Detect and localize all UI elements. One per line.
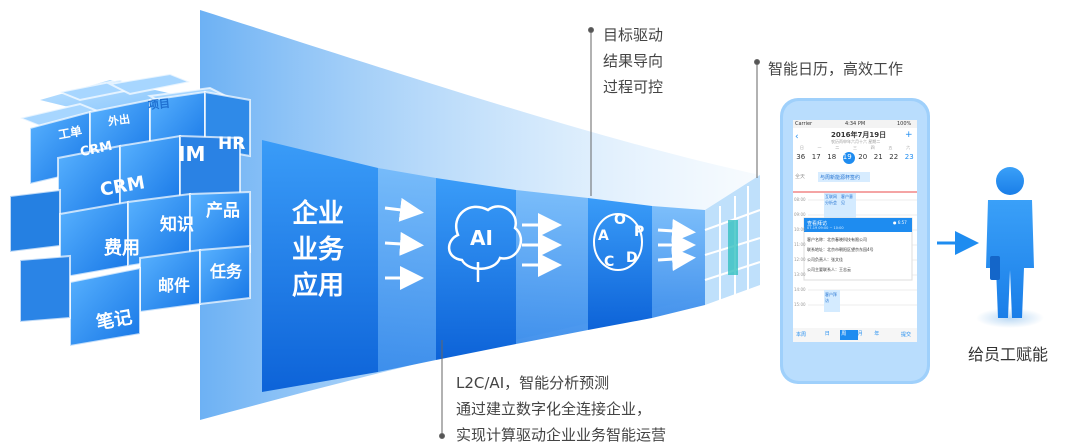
popup-line: 联系地址：北京市朝阳区望京东园4号 bbox=[807, 247, 874, 252]
calendar-subtitle: 农历丙申年六月十六 星期二 bbox=[831, 139, 881, 144]
business-label-line-3: 应用 bbox=[292, 271, 345, 301]
popup-title: 查看拜访 bbox=[807, 221, 828, 227]
today-button[interactable]: 本周 bbox=[796, 332, 807, 338]
panel-cycle bbox=[588, 198, 652, 330]
event-block[interactable]: 客户拜访 bbox=[825, 292, 837, 303]
calendar-title: 2016年7月19日 bbox=[831, 131, 887, 139]
cube-tag-knowledge: 知识 bbox=[160, 215, 194, 235]
weekday: 六 bbox=[906, 145, 911, 150]
date-strip: 36 17 18 19 20 21 22 23 bbox=[793, 153, 917, 161]
date-cell[interactable]: 36 bbox=[796, 153, 806, 161]
add-icon[interactable]: + bbox=[905, 130, 913, 140]
date-cell[interactable]: 22 bbox=[889, 153, 899, 161]
weekday: 四 bbox=[870, 145, 875, 150]
brain-icon bbox=[447, 205, 522, 282]
cycle-letter-c: C bbox=[604, 254, 615, 270]
caption-leaders bbox=[439, 27, 760, 439]
submit-button[interactable]: 提交 bbox=[901, 332, 912, 338]
cube-tag-hr: HR bbox=[218, 134, 246, 154]
business-label-line-2: 业务 bbox=[292, 235, 345, 265]
caption-ai: L2C/AI，智能分析预测 通过建立数字化全连接企业， 实现计算驱动企业业务智能… bbox=[456, 370, 666, 448]
caption-goal-line-3: 过程可控 bbox=[603, 78, 664, 96]
tab-week[interactable]: 周 bbox=[841, 331, 847, 337]
cycle-letter-a: A bbox=[598, 228, 609, 244]
phone-screen: Carrier 4:34 PM 100% ‹ 2016年7月19日 + 农历丙申… bbox=[793, 120, 917, 342]
date-cell[interactable]: 20 bbox=[858, 153, 868, 161]
caption-goal: 目标驱动 结果导向 过程可控 bbox=[603, 22, 663, 100]
hour-label: 10:00 bbox=[794, 227, 806, 232]
hour-label: 13:00 bbox=[794, 272, 806, 277]
cycle-letter-d: D bbox=[626, 250, 638, 266]
popup-time: 07-19 09:00 ~ 10:00 bbox=[807, 226, 844, 230]
caption-goal-line-1: 目标驱动 bbox=[603, 26, 664, 44]
cube-tag-notes: 笔记 bbox=[94, 307, 134, 334]
back-icon[interactable]: ‹ bbox=[795, 132, 799, 142]
weekday: 三 bbox=[852, 145, 857, 150]
caption-ai-line-2: 通过建立数字化全连接企业， bbox=[456, 400, 652, 418]
phone bbox=[780, 98, 930, 384]
hour-label: 09:00 bbox=[794, 212, 806, 217]
event-block[interactable]: 客户意见 bbox=[841, 194, 853, 205]
hour-label: 08:00 bbox=[794, 197, 806, 202]
status-carrier: Carrier bbox=[795, 121, 813, 127]
hour-label: 12:00 bbox=[794, 257, 806, 262]
cycle-letter-o: O bbox=[614, 212, 626, 228]
caption-goal-line-2: 结果导向 bbox=[603, 52, 664, 70]
popup-badge: ● 6:57 bbox=[893, 220, 907, 225]
tab-day[interactable]: 日 bbox=[824, 331, 830, 337]
popup-line: 公司主要联系人：王志云 bbox=[807, 267, 851, 272]
weekday: 一 bbox=[817, 145, 822, 150]
popup-line: 公司负责人：张文佳 bbox=[807, 257, 843, 262]
tab-month[interactable]: 月 bbox=[857, 331, 863, 337]
cube-tag-crm-small: CRM bbox=[78, 138, 114, 161]
date-cell[interactable]: 18 bbox=[827, 153, 837, 161]
view-tabs: 日 周 月 年 bbox=[819, 330, 885, 337]
status-time: 4:34 PM bbox=[845, 121, 866, 127]
caption-calendar: 智能日历，高效工作 bbox=[768, 60, 904, 78]
date-cell[interactable]: 17 bbox=[811, 153, 821, 161]
flow-arrows bbox=[384, 197, 696, 290]
ai-label: AI bbox=[470, 226, 493, 250]
cube-tag-project: 项目 bbox=[147, 96, 171, 113]
all-day-event[interactable]: 与周新能源杯签约 bbox=[820, 175, 861, 181]
function-cube bbox=[9, 72, 251, 348]
hour-label: 14:00 bbox=[794, 287, 806, 292]
date-cell[interactable]: 21 bbox=[873, 153, 883, 161]
popup-line: 客户名称：北京春晓科技有限公司 bbox=[807, 237, 867, 242]
caption-ai-line-3: 实现计算驱动企业业务智能运营 bbox=[456, 426, 667, 444]
cube-labels: 工单 外出 项目 CRM IM HR CRM 知识 产品 费用 邮件 任务 笔记 bbox=[0, 0, 260, 360]
cube-tag-workorder: 工单 bbox=[57, 124, 84, 142]
employee-figure bbox=[976, 167, 1044, 328]
cube-tag-task: 任务 bbox=[210, 262, 243, 281]
status-battery: 100% bbox=[897, 121, 912, 127]
business-label: 企业 业务 应用 bbox=[292, 196, 362, 304]
cube-tag-expense: 费用 bbox=[104, 238, 140, 259]
all-day-label: 全天 bbox=[795, 174, 806, 180]
cube-tag-outing: 外出 bbox=[107, 112, 131, 129]
panel-business bbox=[262, 140, 378, 392]
event-block[interactable]: 互联网分析会 bbox=[825, 194, 837, 205]
cube-tag-product: 产品 bbox=[206, 201, 240, 221]
hour-label: 15:00 bbox=[794, 302, 806, 307]
cube-tag-im: IM bbox=[178, 142, 206, 166]
hour-label: 11:00 bbox=[794, 242, 806, 247]
cycle-icon bbox=[593, 213, 643, 271]
weekday: 二 bbox=[835, 145, 840, 150]
date-cell[interactable]: 23 bbox=[904, 153, 914, 161]
tab-year[interactable]: 年 bbox=[874, 331, 880, 337]
cycle-letter-p: P bbox=[634, 224, 645, 240]
caption-ai-line-1: L2C/AI，智能分析预测 bbox=[456, 374, 610, 392]
cube-tag-crm: CRM bbox=[98, 172, 147, 201]
business-label-line-1: 企业 bbox=[292, 199, 345, 229]
week-header: 日 一 二 三 四 五 六 bbox=[793, 145, 917, 151]
date-cell-selected[interactable]: 19 bbox=[842, 153, 852, 161]
weekday: 五 bbox=[888, 145, 893, 150]
cube-tag-mail: 邮件 bbox=[158, 276, 191, 295]
caption-empower: 给员工赋能 bbox=[968, 345, 1049, 364]
weekday: 日 bbox=[799, 145, 804, 150]
cycle-letters: A O P C D bbox=[590, 210, 650, 280]
